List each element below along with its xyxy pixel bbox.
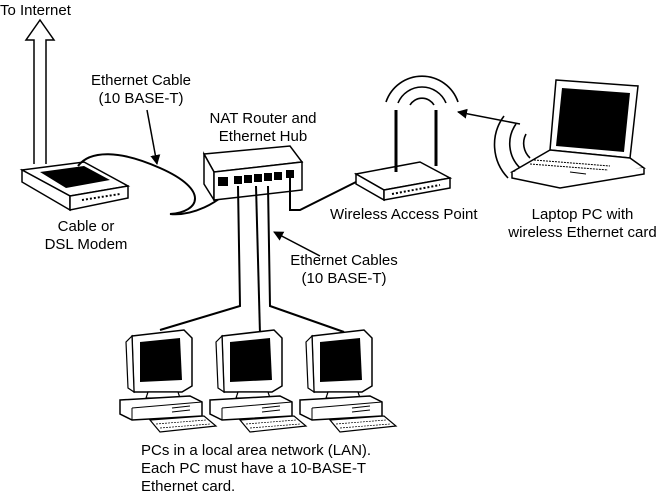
lan-pc-1-icon <box>119 329 217 433</box>
ethernet-cables-callout-arrow <box>273 231 321 257</box>
ethernet-cables-label: Ethernet Cables (10 BASE-T) <box>290 252 398 287</box>
modem-router-cable <box>77 153 236 216</box>
lan-pc-3-icon <box>299 329 397 433</box>
ethernet-cable-label: Ethernet Cable (10 BASE-T) <box>90 72 192 107</box>
laptop-signal-icon <box>493 115 531 179</box>
access-point-label: Wireless Access Point <box>330 206 478 223</box>
modem-label: Cable or DSL Modem <box>44 218 128 253</box>
ethernet-cable-callout-arrow <box>146 109 161 165</box>
ap-signal-icon <box>385 75 459 106</box>
internet-arrow-icon <box>24 18 56 164</box>
lan-caption: PCs in a local area network (LAN). Each … <box>141 442 372 495</box>
lan-cables <box>159 185 345 335</box>
laptop-label: Laptop PC with wireless Ethernet card <box>508 206 657 241</box>
laptop-icon <box>509 79 646 189</box>
access-point-icon <box>353 110 453 202</box>
router-label: NAT Router and Ethernet Hub <box>209 110 317 145</box>
wireless-link-arrow <box>457 108 521 125</box>
router-ap-cable <box>289 178 357 211</box>
to-internet-label: To Internet <box>0 2 71 19</box>
lan-pc-2-icon <box>209 329 307 433</box>
router-icon <box>202 145 304 203</box>
modem-icon <box>19 161 131 212</box>
